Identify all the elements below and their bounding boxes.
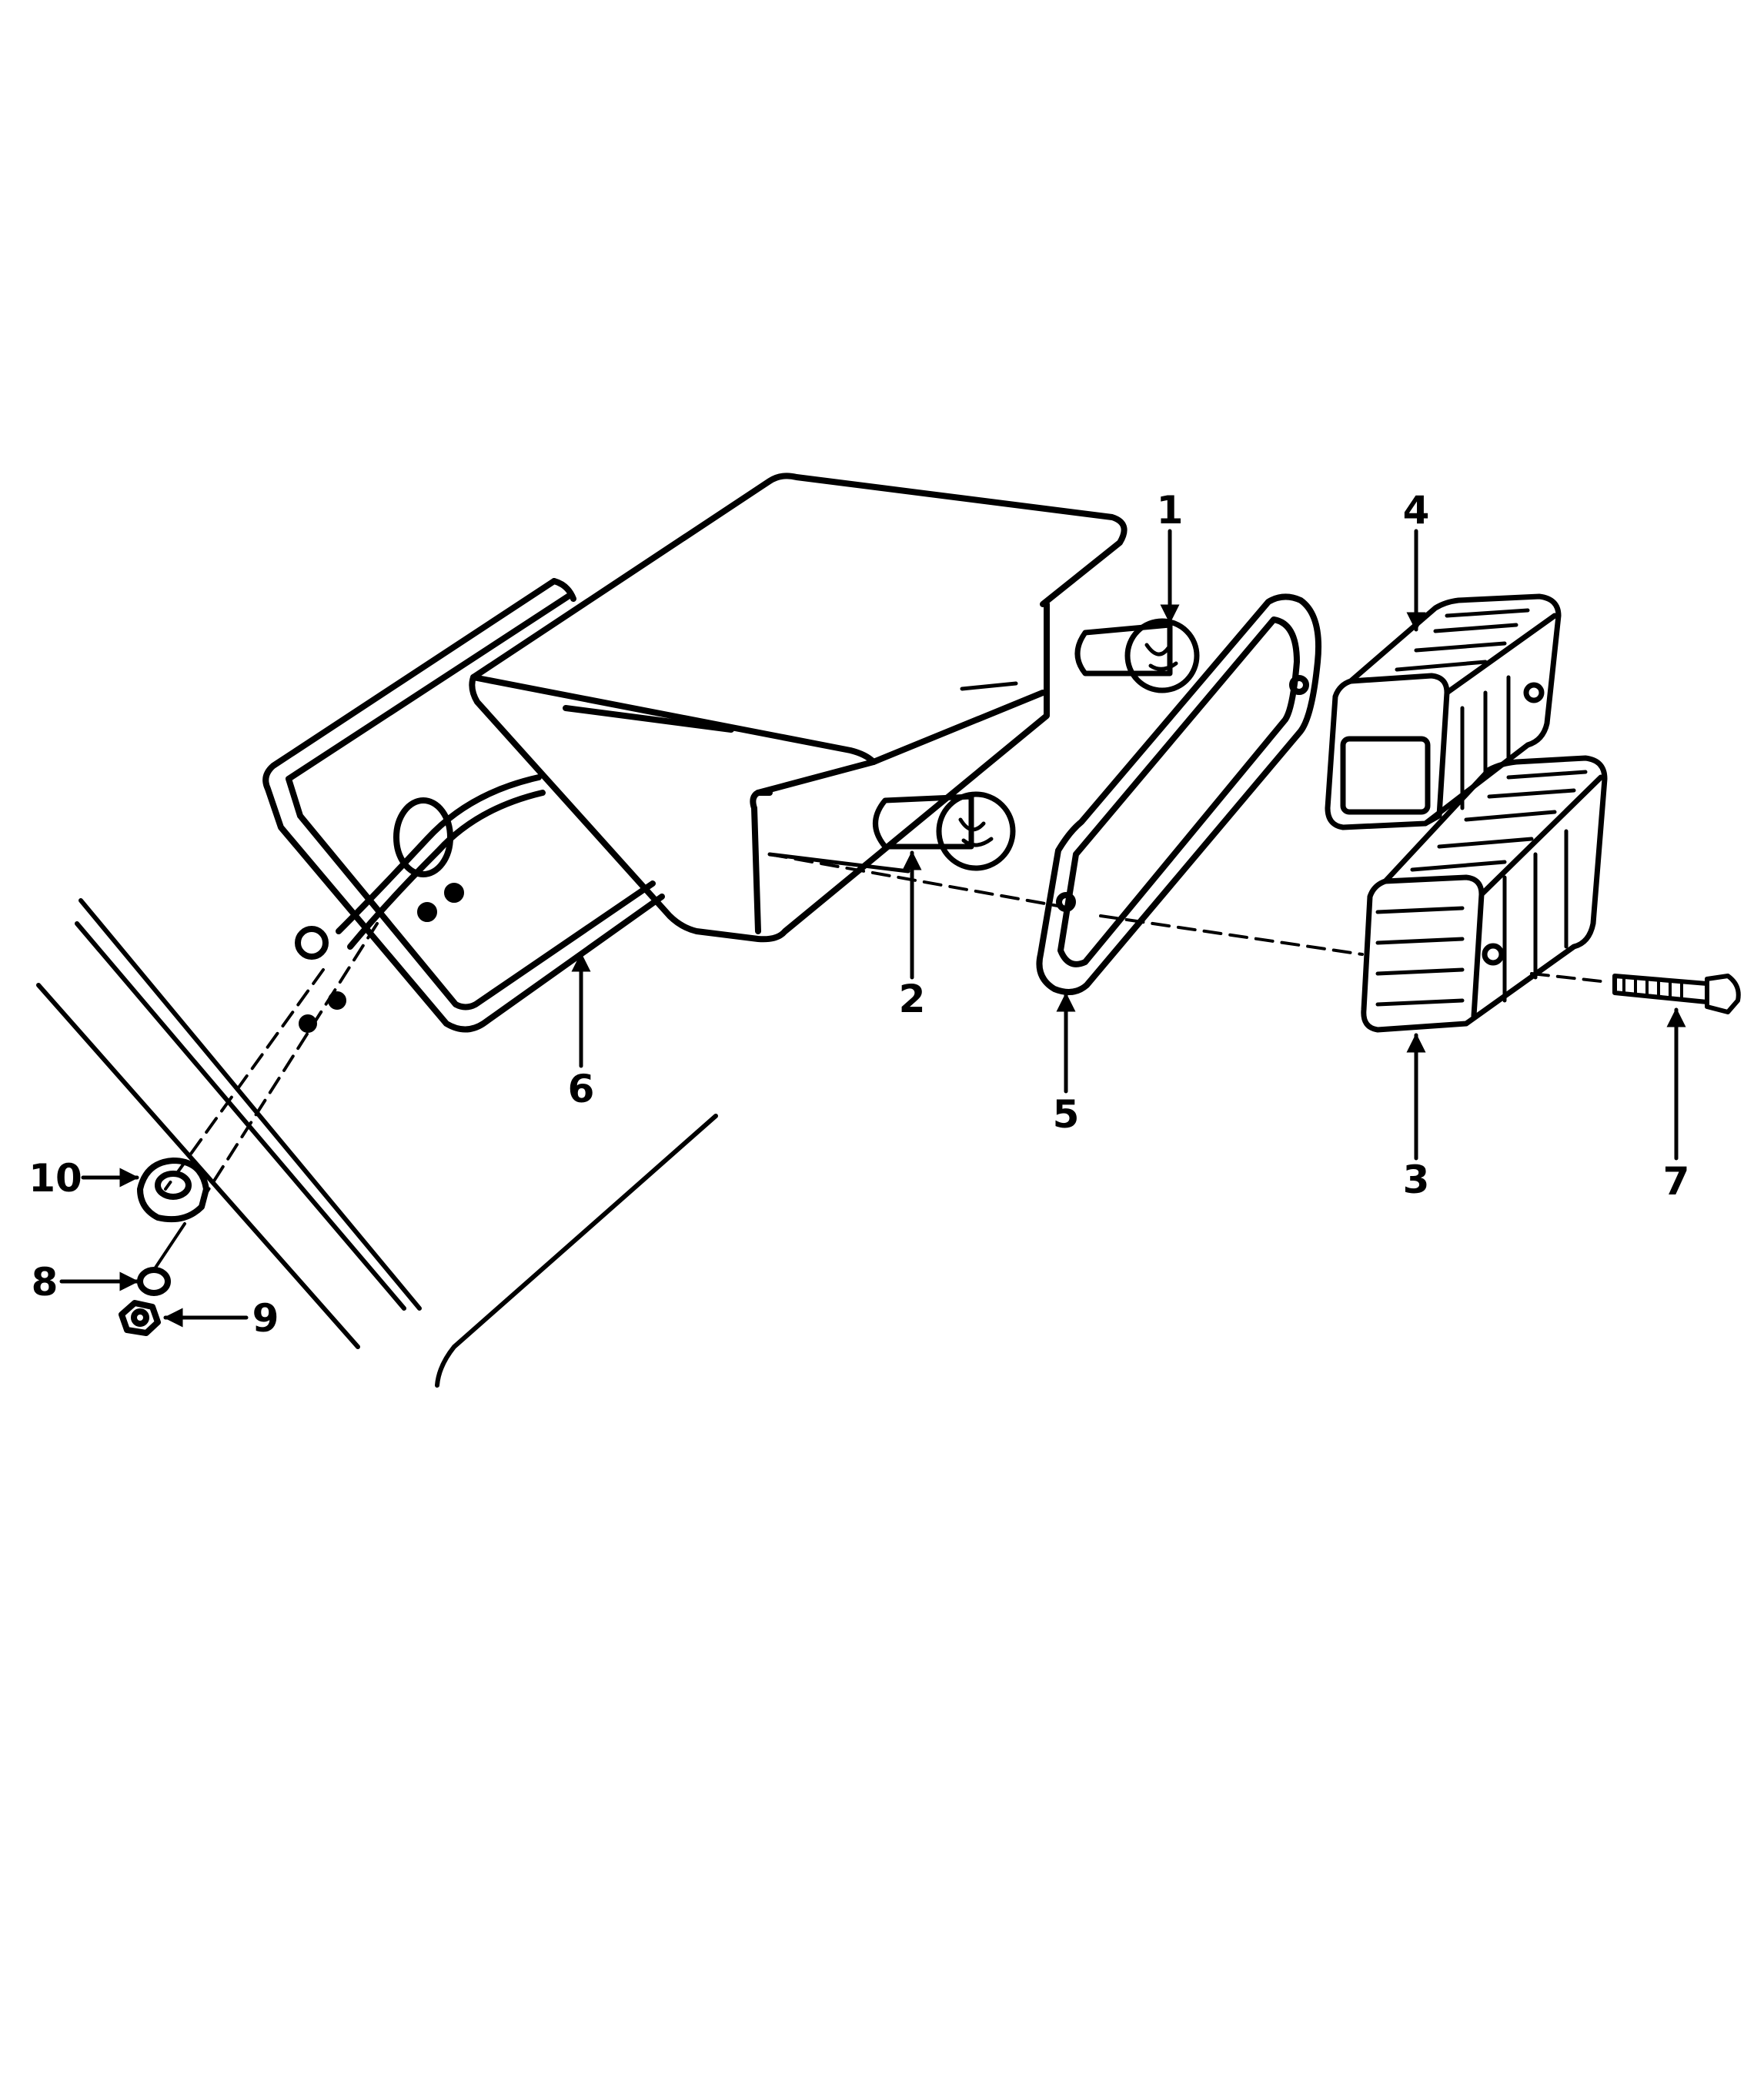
lower-lens-icon: [1361, 755, 1608, 1033]
callout-labels: 1 2 3 4 5 6 7 8 9 10: [28, 488, 1689, 1341]
lower-bulb-icon: [873, 791, 1016, 871]
callout-5: 5: [1053, 1092, 1080, 1137]
callout-3: 3: [1403, 1158, 1430, 1202]
callout-6: 6: [568, 1067, 595, 1111]
callout-1: 1: [1157, 488, 1184, 533]
callout-leaders: [59, 529, 1686, 1328]
grommet-icon: [137, 1158, 209, 1223]
upper-lens-icon: [1325, 593, 1562, 830]
callout-4: 4: [1403, 488, 1430, 533]
callout-7: 7: [1663, 1159, 1690, 1204]
lens-screw-icon: [1612, 974, 1741, 1014]
upper-bulb-icon: [1074, 618, 1200, 693]
assembly-lines: [164, 853, 1602, 1198]
lens-gasket-icon: [1036, 593, 1322, 995]
callout-9: 9: [252, 1296, 279, 1341]
callout-2: 2: [899, 977, 926, 1021]
hex-nut-icon: [119, 1300, 161, 1336]
mounting-plate-icon: [262, 578, 665, 1033]
callout-8: 8: [32, 1260, 58, 1305]
lock-washer-icon: [137, 1267, 171, 1296]
lamp-housing-icon: [469, 473, 1128, 943]
callout-10: 10: [28, 1156, 82, 1201]
